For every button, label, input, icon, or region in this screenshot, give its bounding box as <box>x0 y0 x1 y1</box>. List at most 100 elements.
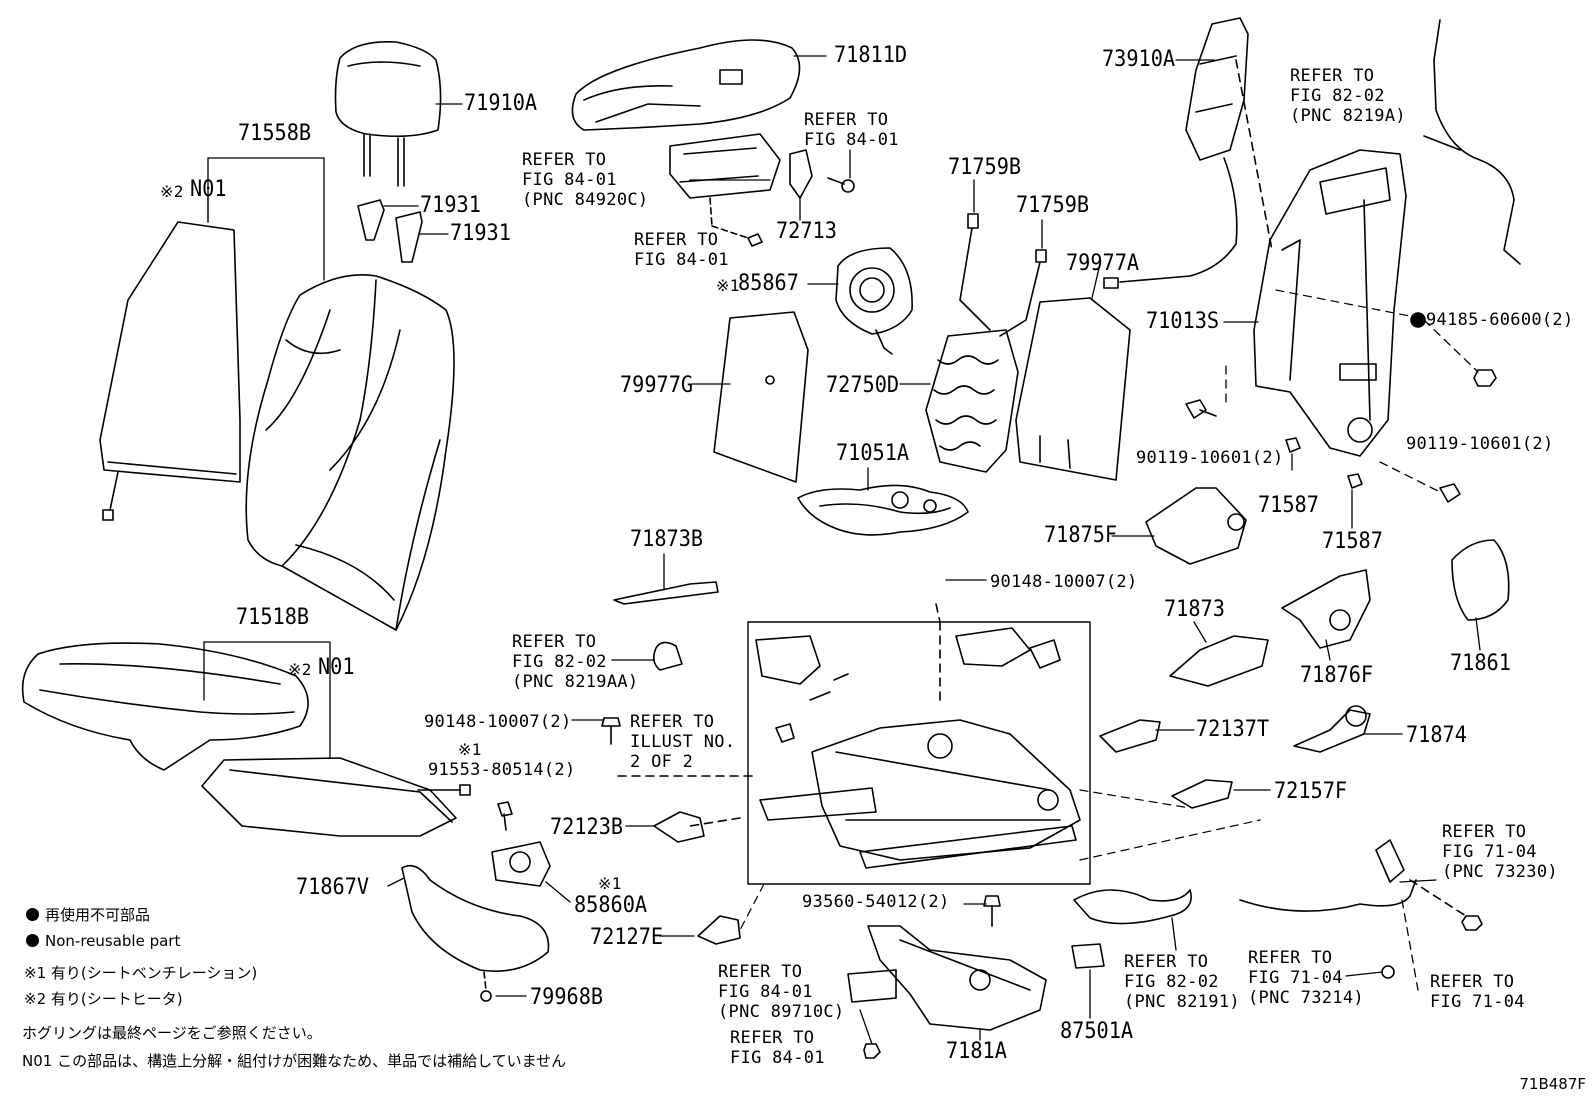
label-knob-71861: 71861 <box>1450 651 1511 676</box>
label-cushion-cover: 71518B <box>236 605 310 630</box>
track-covers-right-drawing <box>1099 705 1371 809</box>
label-relay: 87501A <box>1060 1019 1134 1044</box>
label-back-heater-marker: ※2 <box>160 182 184 201</box>
label-screw-90148-left: 90148-10007(2) <box>424 712 572 732</box>
label-ref-73230: REFER TO FIG 71-04 (PNC 73230) <box>1442 822 1558 882</box>
label-side-shield: 71811D <box>834 43 908 68</box>
label-rail-cover: 71873B <box>630 527 704 552</box>
label-vent-fan-back: 85867 <box>738 271 799 296</box>
nonreusable-dot-icon <box>26 908 39 921</box>
cushion-heater-drawing <box>201 757 471 837</box>
airbag-wire-drawing <box>1423 19 1521 265</box>
label-ref-73214: REFER TO FIG 71-04 (PNC 73214) <box>1248 948 1364 1008</box>
seatback-pad-g-drawing <box>713 311 809 483</box>
label-clip-71587-a: 71587 <box>1258 493 1319 518</box>
power-seat-switch-drawing <box>669 133 781 247</box>
cover-72127e-drawing <box>697 915 741 945</box>
spring-clips-drawing <box>959 213 1047 337</box>
side-shield-drawing <box>571 39 801 131</box>
label-ref-8219aa: REFER TO FIG 82-02 (PNC 8219AA) <box>512 632 639 692</box>
lumbar-support-drawing <box>925 329 1019 473</box>
legend-note-1: ※1 有り(シートベンチレーション) <box>24 964 258 982</box>
label-frame: 71013S <box>1146 309 1220 334</box>
headrest-drawing <box>334 41 442 187</box>
seatback-frame-drawing <box>1235 59 1407 457</box>
label-screw-91553: 91553-80514(2) <box>428 760 576 780</box>
seatback-wire-harness-drawing <box>797 484 969 536</box>
dashed-guides <box>739 289 1421 931</box>
legend-nonreusable-en-text: Non-reusable part <box>45 932 181 950</box>
nonreusable-dot-icon <box>26 934 39 947</box>
cushion-cover-drawing <box>21 642 309 771</box>
screws-left-drawing <box>497 717 621 831</box>
cover-72123b-drawing <box>653 811 705 843</box>
bracket-drawing <box>789 149 855 199</box>
label-vent-fan-cushion: 85860A <box>574 893 648 918</box>
label-cover-71875f: 71875F <box>1044 523 1118 548</box>
label-shield-71873: 71873 <box>1164 597 1225 622</box>
label-shield-71876f: 71876F <box>1300 663 1374 688</box>
legend-note-3: ホグリングは最終ページをご参照ください。 <box>22 1024 322 1042</box>
label-ref-82191: REFER TO FIG 82-02 (PNC 82191) <box>1124 952 1240 1012</box>
legend-nonreusable-en: Non-reusable part <box>26 932 180 950</box>
label-back-heater: N01 <box>190 177 227 202</box>
cushion-trim-drawing <box>401 864 550 1002</box>
label-cushion-trim: 71867V <box>296 875 370 900</box>
label-handle-71874: 71874 <box>1406 723 1467 748</box>
seatback-cover-drawing <box>245 274 455 631</box>
label-pad-a: 79977A <box>1066 251 1140 276</box>
label-cover-72127e: 72127E <box>590 925 664 950</box>
legend-note-2: ※2 有り(シートヒータ) <box>24 990 183 1008</box>
label-bolt-90119-right: 90119-10601(2) <box>1406 434 1554 454</box>
label-ref-84920c: REFER TO FIG 84-01 (PNC 84920C) <box>522 150 649 210</box>
label-ref-84-01-mid: REFER TO FIG 84-01 <box>634 230 729 270</box>
shields-right-drawing <box>1169 539 1510 687</box>
legend-note-4: N01 この部品は、構造上分解・組付けが困難なため、単品では補給していません <box>22 1052 567 1070</box>
label-cover-72157f: 72157F <box>1274 779 1348 804</box>
recliner-cover-drawing <box>1145 487 1247 565</box>
label-lumbar: 72750D <box>826 373 900 398</box>
label-pad-79968b: 79968B <box>530 985 604 1010</box>
label-pan: 7181A <box>946 1039 1007 1064</box>
seat-adjuster-drawing <box>611 603 1091 885</box>
label-clip-71587-b: 71587 <box>1322 529 1383 554</box>
label-ref-71-04-right: REFER TO FIG 71-04 <box>1430 972 1525 1012</box>
cushion-pan-drawing <box>847 895 1105 1059</box>
leader-lines <box>203 55 1481 1045</box>
label-airbag: 73910A <box>1102 47 1176 72</box>
label-back-cover: 71558B <box>238 121 312 146</box>
label-ref-84-01-top: REFER TO FIG 84-01 <box>804 110 899 150</box>
label-screw-93560: 93560-54012(2) <box>802 892 950 912</box>
cushion-wire-drawing <box>652 641 683 671</box>
cushion-vent-fan-drawing <box>491 841 551 887</box>
label-screw-90148-top: 90148-10007(2) <box>990 572 1138 592</box>
label-cover-72137t: 72137T <box>1196 717 1270 742</box>
label-ref-illust: REFER TO ILLUST NO. 2 OF 2 <box>630 712 736 772</box>
label-ref-89710c: REFER TO FIG 84-01 (PNC 89710C) <box>718 962 845 1022</box>
label-ref-84-01-bottom: REFER TO FIG 84-01 <box>730 1028 825 1068</box>
label-cushion-heater: N01 <box>318 655 355 680</box>
label-spring-b-left: 71759B <box>948 155 1022 180</box>
seatback-heater-drawing <box>99 221 241 521</box>
back-vent-fan-drawing <box>835 247 913 355</box>
rail-cover-drawing <box>613 581 719 605</box>
label-headrest: 71910A <box>464 91 538 116</box>
label-screw-91553-marker: ※1 <box>458 740 482 759</box>
label-bolt-90119-left: 90119-10601(2) <box>1136 448 1284 468</box>
label-nut-94185: 94185-60600(2) <box>1426 310 1574 330</box>
label-wire-harness: 71051A <box>836 441 910 466</box>
label-spring-b-right: 71759B <box>1016 193 1090 218</box>
label-vent-fan-back-marker: ※1 <box>716 276 740 295</box>
label-cushion-heater-marker: ※2 <box>288 660 312 679</box>
label-cover-72123b: 72123B <box>550 815 624 840</box>
figure-code: 71B487F <box>1519 1075 1586 1093</box>
label-ref-8219a: REFER TO FIG 82-02 (PNC 8219A) <box>1290 66 1406 126</box>
fasteners-right-drawing <box>1185 312 1497 503</box>
label-guide-2: 71931 <box>450 221 511 246</box>
legend-nonreusable-jp: 再使用不可部品 <box>26 906 150 924</box>
label-pad-g: 79977G <box>620 373 694 398</box>
label-vent-fan-cushion-marker: ※1 <box>598 874 622 893</box>
headrest-guides-drawing <box>357 199 423 263</box>
